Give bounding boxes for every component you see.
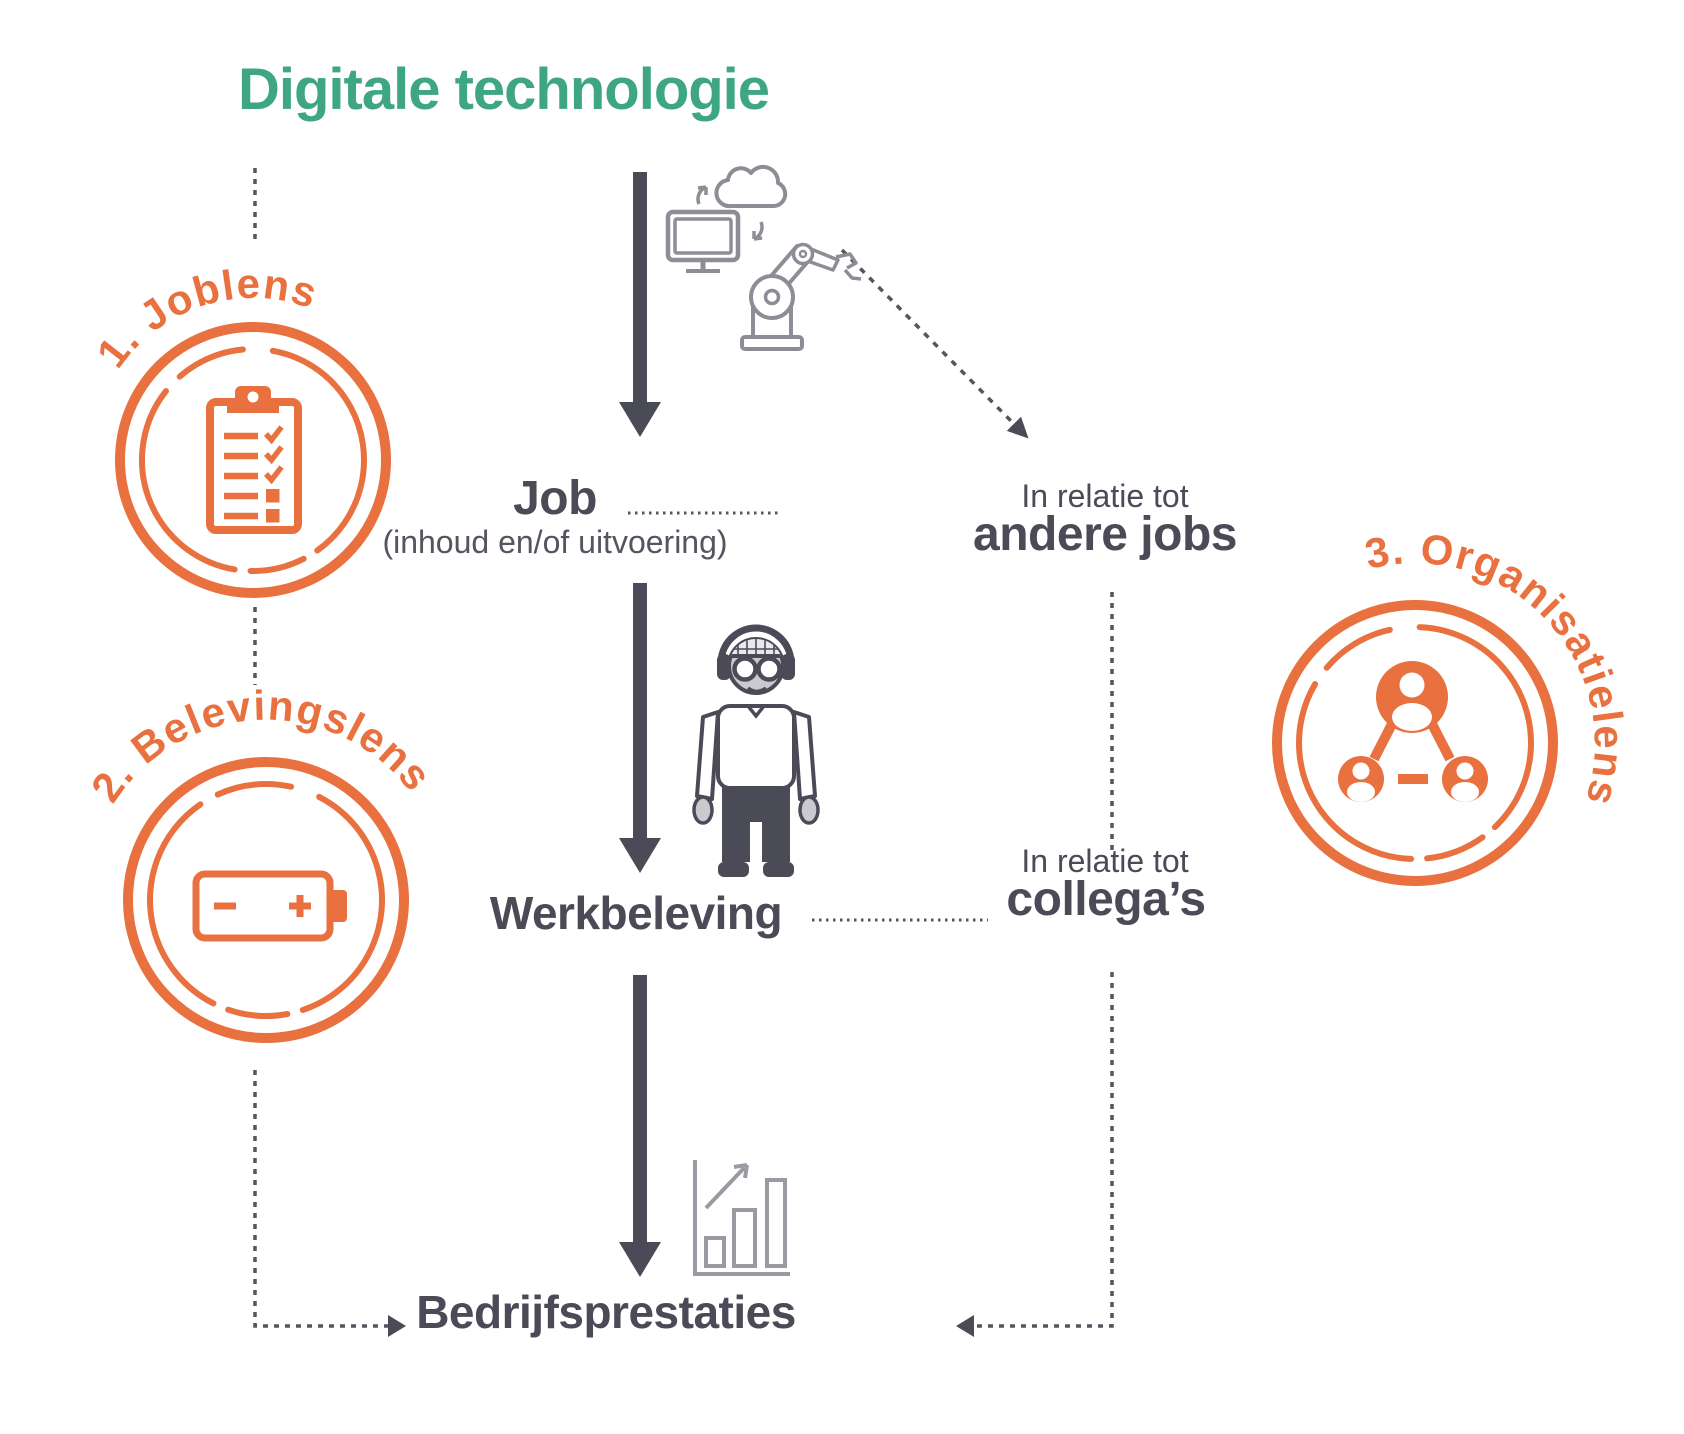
diagonal-arrowhead bbox=[1006, 416, 1029, 439]
sync-arrows-icon bbox=[696, 185, 764, 241]
left-dotted-arrowhead bbox=[388, 1315, 406, 1337]
node-job-title: Job bbox=[513, 472, 597, 525]
tech-to-other-jobs-dotted bbox=[840, 248, 1016, 426]
right-dotted-arrowhead bbox=[956, 1315, 974, 1337]
relation-jobs-label: andere jobs bbox=[973, 508, 1237, 561]
people-network-icon bbox=[1338, 661, 1488, 802]
organisatielens-outer-ring bbox=[1272, 600, 1558, 886]
relation-jobs-prefix: In relatie tot bbox=[1021, 478, 1189, 514]
digital-tech-icons bbox=[665, 164, 862, 351]
belevingslens-outer-ring bbox=[123, 757, 409, 1043]
flow-arrow-middle bbox=[619, 583, 661, 873]
bar-chart-growth-icon bbox=[693, 1160, 790, 1276]
joblens-inner-ring bbox=[139, 346, 367, 574]
belevingslens-curved-label: 2. Belevingslens bbox=[82, 681, 442, 810]
organisatielens-inner-ring bbox=[1296, 624, 1534, 862]
worker-person-icon bbox=[692, 624, 820, 877]
flow-arrow-bottom bbox=[619, 975, 661, 1277]
battery-icon bbox=[192, 870, 347, 942]
belevingslens-inner-ring bbox=[147, 781, 385, 1019]
relation-colleagues-prefix: In relatie tot bbox=[1021, 843, 1189, 879]
joblens-outer-ring bbox=[115, 322, 391, 598]
lens-badge-belevingslens: 2. Belevingslens bbox=[82, 681, 442, 1043]
dashed-connectors bbox=[253, 168, 1114, 1337]
lens-badge-joblens: 1. Joblens bbox=[87, 260, 391, 598]
page-title: Digitale technologie bbox=[238, 57, 770, 122]
clipboard-checklist-icon bbox=[206, 386, 302, 534]
right-rail-to-bedrijfsprestaties bbox=[974, 972, 1114, 1328]
relation-colleagues-label: collega’s bbox=[1006, 873, 1206, 926]
lens-badge-organisatielens: 3. Organisatielens bbox=[1272, 525, 1632, 886]
node-werkbeleving-title: Werkbeleving bbox=[489, 887, 783, 939]
left-rail-to-bedrijfsprestaties bbox=[253, 1070, 388, 1328]
cloud-icon bbox=[714, 164, 788, 209]
node-job-subtitle: (inhoud en/of uitvoering) bbox=[382, 524, 728, 560]
node-bedrijfsprestaties-title: Bedrijfsprestaties bbox=[416, 1286, 796, 1338]
flow-arrow-top bbox=[619, 172, 661, 437]
monitor-icon bbox=[665, 209, 741, 273]
robot-arm-icon bbox=[740, 242, 862, 351]
